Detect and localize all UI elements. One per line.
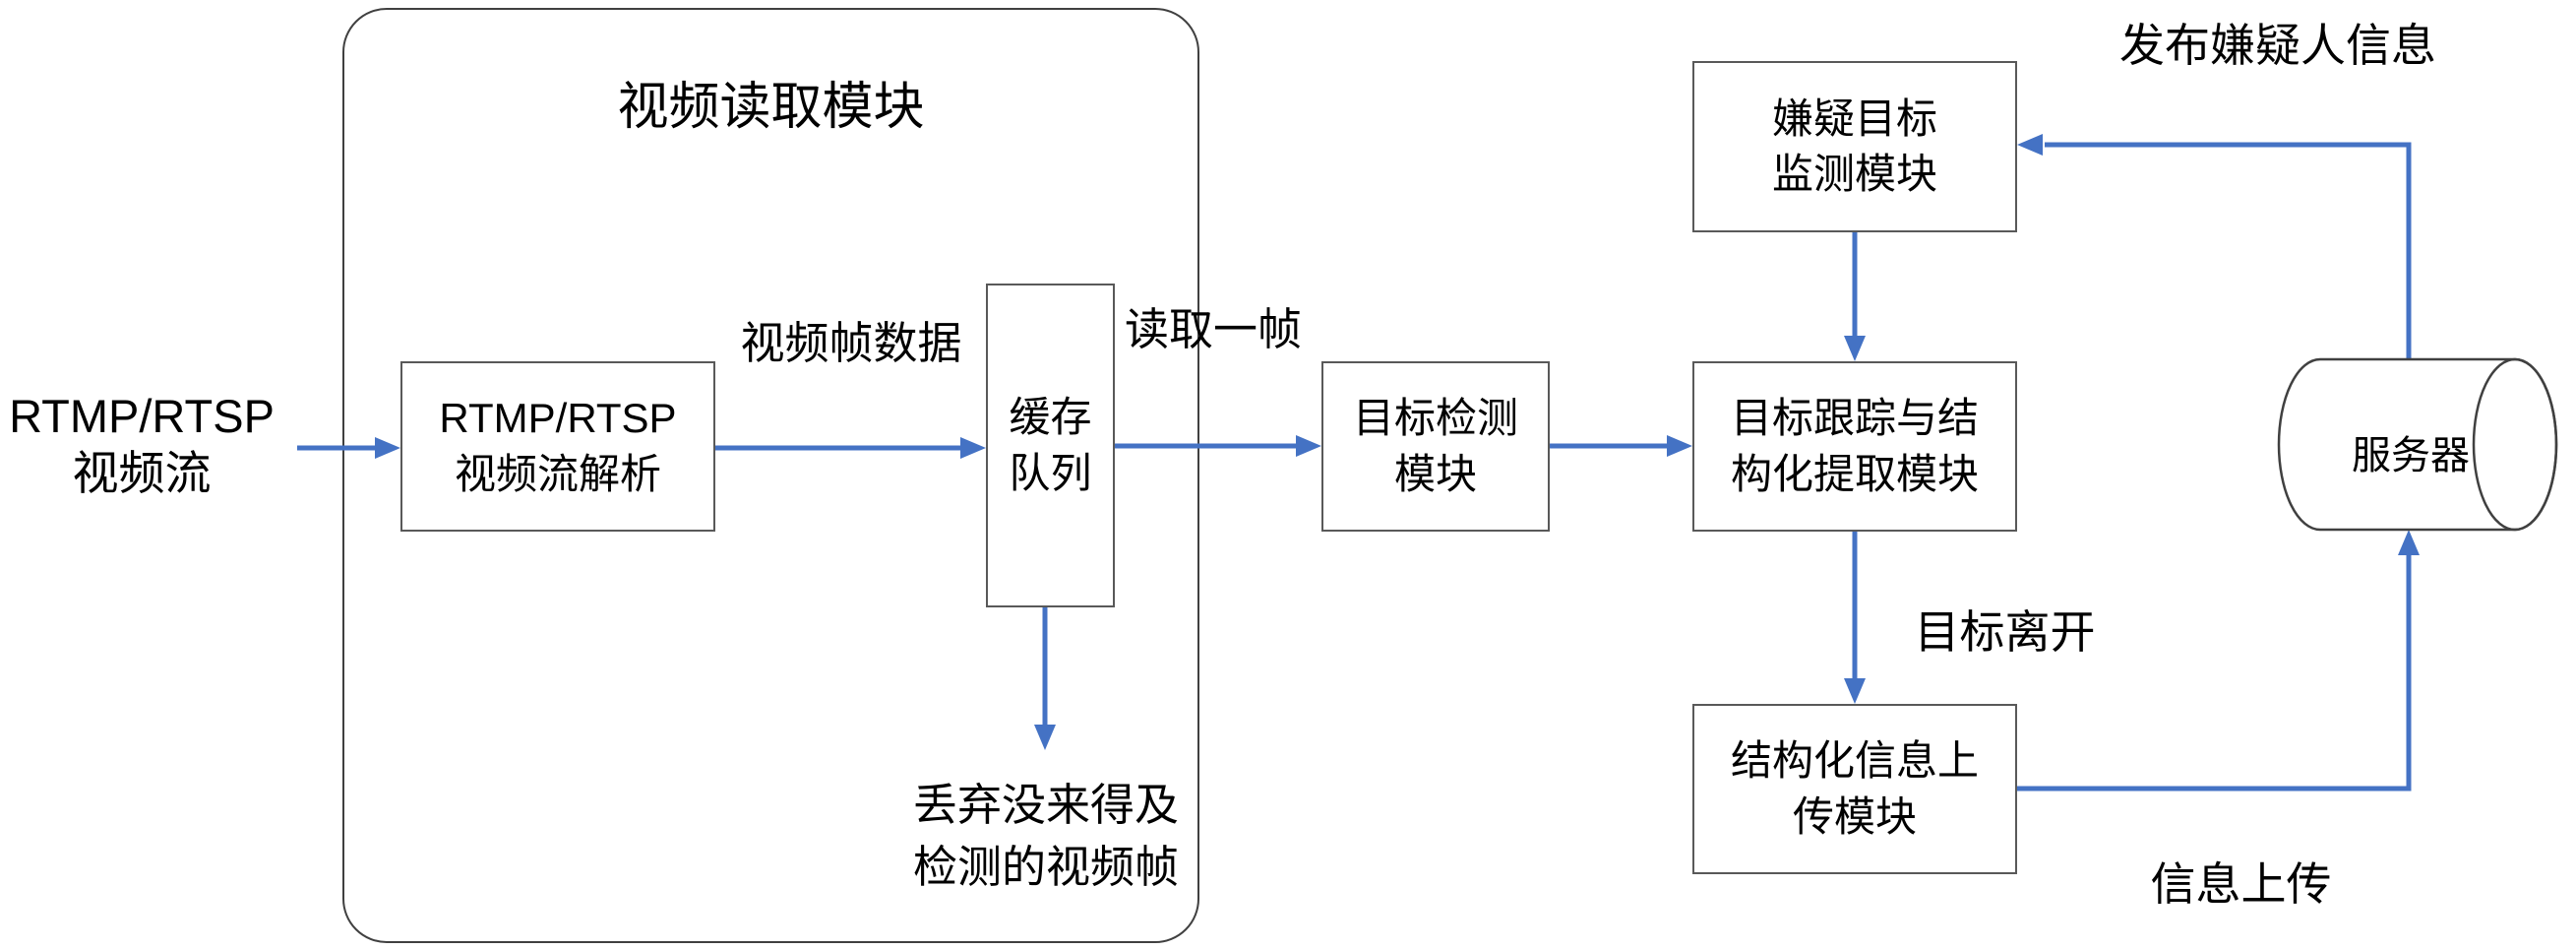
node-info-upload-line1: 结构化信息上 (1730, 737, 1979, 785)
edge-label-discard-line2: 检测的视频帧 (912, 842, 1179, 892)
node-stream-parse: RTMP/RTSP 视频流解析 (400, 361, 715, 532)
arrow-down-icon (1844, 678, 1866, 704)
edge-suspect-to-track (1844, 232, 1866, 361)
input-stream-line2: 视频流 (72, 447, 212, 499)
edge-label-info-upload: 信息上传 (2150, 858, 2332, 910)
edge-label-discard: 丢弃没来得及 检测的视频帧 (898, 774, 1194, 898)
node-buffer-queue: 缓存 队列 (986, 284, 1115, 607)
node-track-extract: 目标跟踪与结 构化提取模块 (1692, 361, 2017, 532)
arrow-left-icon (2017, 134, 2043, 156)
edge-input-to-parse (297, 437, 400, 459)
arrow-right-icon (960, 437, 986, 459)
arrow-down-icon (1034, 725, 1056, 750)
node-stream-parse-line2: 视频流解析 (454, 450, 661, 497)
arrow-right-icon (1296, 435, 1321, 457)
arrow-right-icon (1667, 435, 1692, 457)
node-object-detect-line1: 目标检测 (1352, 395, 1518, 442)
edge-buffer-to-discard (1034, 607, 1056, 750)
edge-label-publish-suspect: 发布嫌疑人信息 (2119, 20, 2436, 71)
arrow-down-icon (1844, 336, 1866, 361)
edge-buffer-to-detect (1115, 435, 1321, 457)
node-info-upload: 结构化信息上 传模块 (1692, 704, 2017, 874)
server-cylinder-shape (2277, 357, 2558, 532)
server-label: 服务器 (2352, 434, 2470, 477)
input-stream-label: RTMP/RTSP 视频流 (8, 388, 276, 502)
node-stream-parse-line1: RTMP/RTSP (439, 395, 677, 442)
node-buffer-queue-line1: 缓存 (1009, 394, 1092, 441)
edge-label-target-leave: 目标离开 (1914, 606, 2096, 658)
node-suspect-monitor-line2: 监测模块 (1771, 151, 1937, 197)
arrow-right-icon (375, 437, 400, 459)
node-object-detect: 目标检测 模块 (1321, 361, 1550, 532)
node-track-extract-line2: 构化提取模块 (1730, 450, 1979, 497)
edge-detect-to-track (1550, 435, 1692, 457)
arrow-up-icon (2398, 530, 2420, 555)
edge-label-frame-data: 视频帧数据 (740, 318, 962, 368)
edge-track-to-upload (1844, 532, 1866, 704)
node-object-detect-line2: 模块 (1393, 450, 1477, 497)
edge-parse-to-buffer (715, 437, 986, 459)
node-buffer-queue-line2: 队列 (1009, 449, 1092, 496)
edge-label-discard-line1: 丢弃没来得及 (912, 780, 1179, 830)
node-suspect-monitor: 嫌疑目标 监测模块 (1692, 61, 2017, 232)
edge-upload-to-server (2017, 530, 2420, 792)
edge-server-to-suspect (2017, 134, 2412, 359)
node-info-upload-line2: 传模块 (1792, 792, 1917, 840)
edge-label-read-frame: 读取一帧 (1124, 304, 1302, 354)
node-suspect-monitor-line1: 嫌疑目标 (1771, 95, 1937, 142)
node-track-extract-line1: 目标跟踪与结 (1730, 395, 1979, 442)
video-reader-group-frame (342, 8, 1199, 943)
video-reader-group-title: 视频读取模块 (617, 79, 925, 136)
input-stream-line1: RTMP/RTSP (9, 390, 275, 442)
